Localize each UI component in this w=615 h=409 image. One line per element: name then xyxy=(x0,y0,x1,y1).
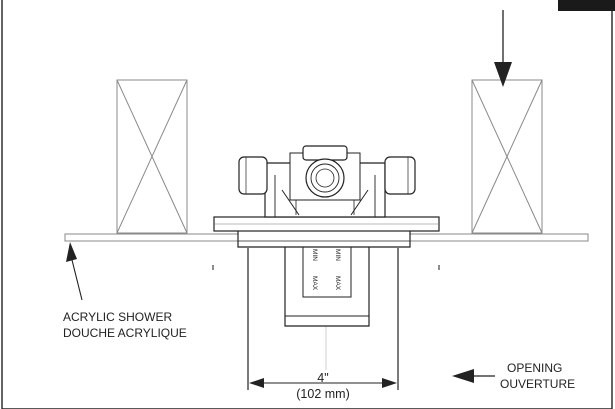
max-mark-right: MAX xyxy=(334,276,341,291)
acrylic-label-fr: DOUCHE ACRYLIQUE xyxy=(63,326,187,340)
acrylic-label-en: ACRYLIC SHOWER xyxy=(63,310,173,324)
dimension-inches: 4" xyxy=(317,371,329,385)
drain-assembly xyxy=(213,145,440,327)
min-mark-right: MIN xyxy=(334,249,341,261)
max-mark-left: MAX xyxy=(311,276,318,291)
left-stud xyxy=(116,79,188,234)
floor-ticks xyxy=(212,265,440,270)
dimension-line xyxy=(249,378,397,388)
down-arrow-icon xyxy=(494,10,512,87)
opening-label-en: OPENING xyxy=(507,361,563,375)
min-mark-left: MIN xyxy=(311,249,318,261)
right-stud xyxy=(471,79,543,234)
opening-arrow-icon xyxy=(452,369,495,383)
acrylic-pointer-arrow-icon xyxy=(66,242,83,301)
dimension-mm: (102 mm) xyxy=(296,387,350,401)
opening-edges xyxy=(247,248,399,390)
corner-tab xyxy=(558,0,615,11)
opening-label-fr: OUVERTURE xyxy=(500,377,576,391)
